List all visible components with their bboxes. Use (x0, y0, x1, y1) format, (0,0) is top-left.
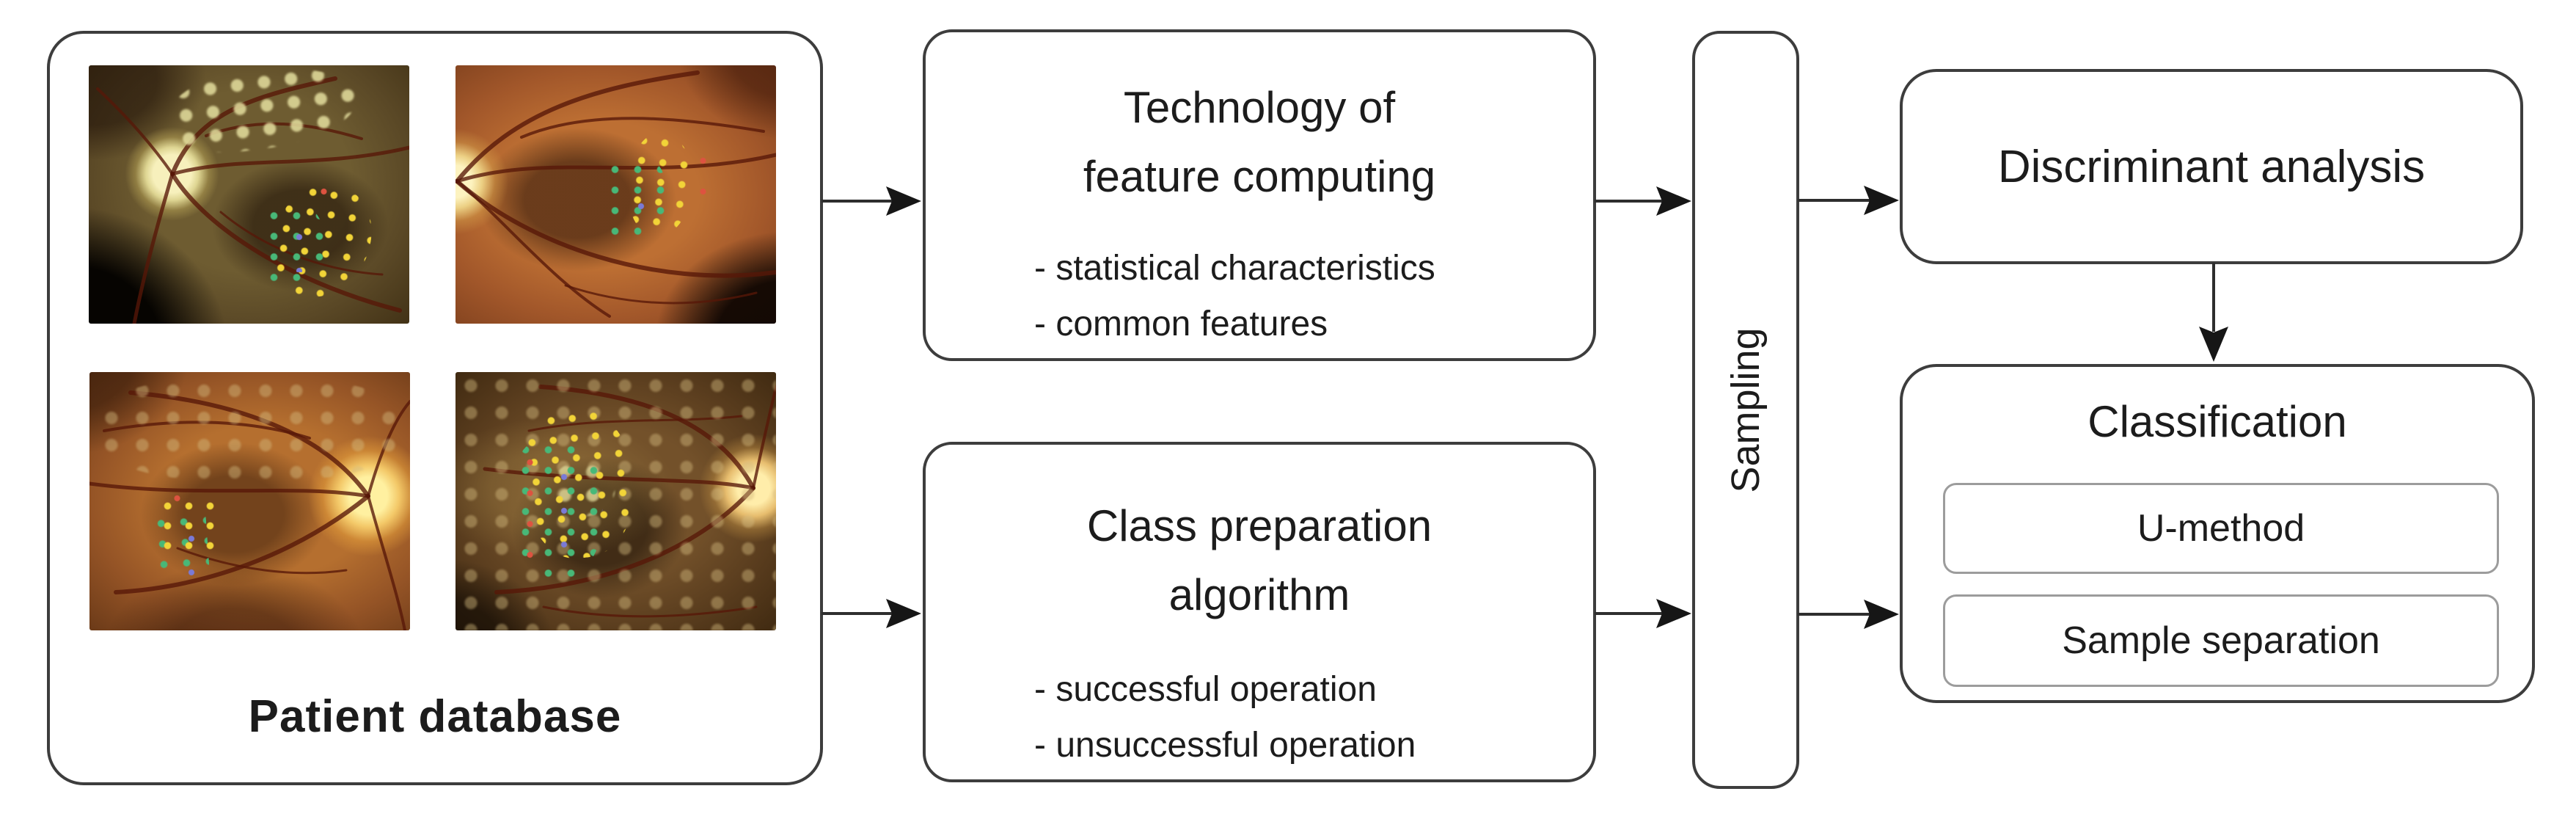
discriminant-analysis-box: Discriminant analysis (1900, 69, 2523, 264)
technology-bullets: - statistical characteristics - common f… (1034, 241, 1593, 352)
arrow-class-preparation-to-sampling (1595, 599, 1691, 628)
annotation-dots-blue (615, 178, 661, 236)
arrow-discriminant-to-classification (2199, 263, 2228, 362)
class-preparation-box: Class preparation algorithm - successful… (923, 442, 1596, 782)
technology-title-line-1: Technology of (1123, 83, 1396, 132)
fundus-photo-top-left (89, 65, 409, 324)
fundus-photo-bottom-left (89, 372, 410, 630)
class-preparation-bullet-2: - unsuccessful operation (1034, 726, 1416, 765)
patient-database-label: Patient database (248, 691, 622, 742)
fundus-photo-bottom-right (455, 372, 776, 630)
class-preparation-title-line-1: Class preparation (1086, 501, 1432, 550)
fundus-photo-top-right (455, 65, 776, 324)
annotation-dots-blue (166, 512, 218, 579)
class-preparation-bullet-1: - successful operation (1034, 670, 1377, 709)
classification-box: Classification U-method Sample separatio… (1900, 364, 2535, 703)
class-preparation-title-line-2: algorithm (1168, 570, 1350, 619)
annotation-dots-blue (538, 449, 603, 553)
arrow-technology-to-sampling (1595, 186, 1691, 216)
technology-box: Technology of feature computing - statis… (923, 29, 1596, 361)
arrow-sampling-to-classification (1798, 600, 1899, 629)
annotation-dots-red (140, 480, 205, 517)
technology-bullet-2: - common features (1034, 305, 1328, 343)
discriminant-analysis-label: Discriminant analysis (1997, 141, 2426, 192)
arrow-sampling-to-discriminant (1798, 186, 1899, 215)
sample-separation-box: Sample separation (1943, 594, 2499, 687)
annotation-dots-red (667, 142, 719, 211)
sampling-box: Sampling (1692, 31, 1799, 789)
class-preparation-title: Class preparation algorithm (926, 492, 1593, 630)
retina-vessels-illustration (89, 390, 410, 630)
u-method-box: U-method (1943, 483, 2499, 574)
annotation-dots-red (287, 173, 359, 205)
arrow-patient-to-class-preparation (822, 599, 921, 628)
annotation-dots-blue (274, 210, 326, 272)
annotation-dots-red (494, 444, 539, 569)
patient-database-box: Patient database (47, 31, 823, 785)
technology-bullet-1: - statistical characteristics (1034, 249, 1435, 288)
class-preparation-bullets: - successful operation - unsuccessful op… (1034, 662, 1593, 774)
sample-separation-label: Sample separation (2062, 619, 2380, 662)
classification-title: Classification (2087, 397, 2347, 446)
arrow-patient-to-technology (822, 186, 921, 216)
technology-title: Technology of feature computing (926, 73, 1593, 211)
drusen-spots (95, 377, 404, 481)
u-method-label: U-method (2137, 507, 2305, 550)
sampling-label: Sampling (1724, 327, 1768, 493)
technology-title-line-2: feature computing (1083, 152, 1436, 201)
